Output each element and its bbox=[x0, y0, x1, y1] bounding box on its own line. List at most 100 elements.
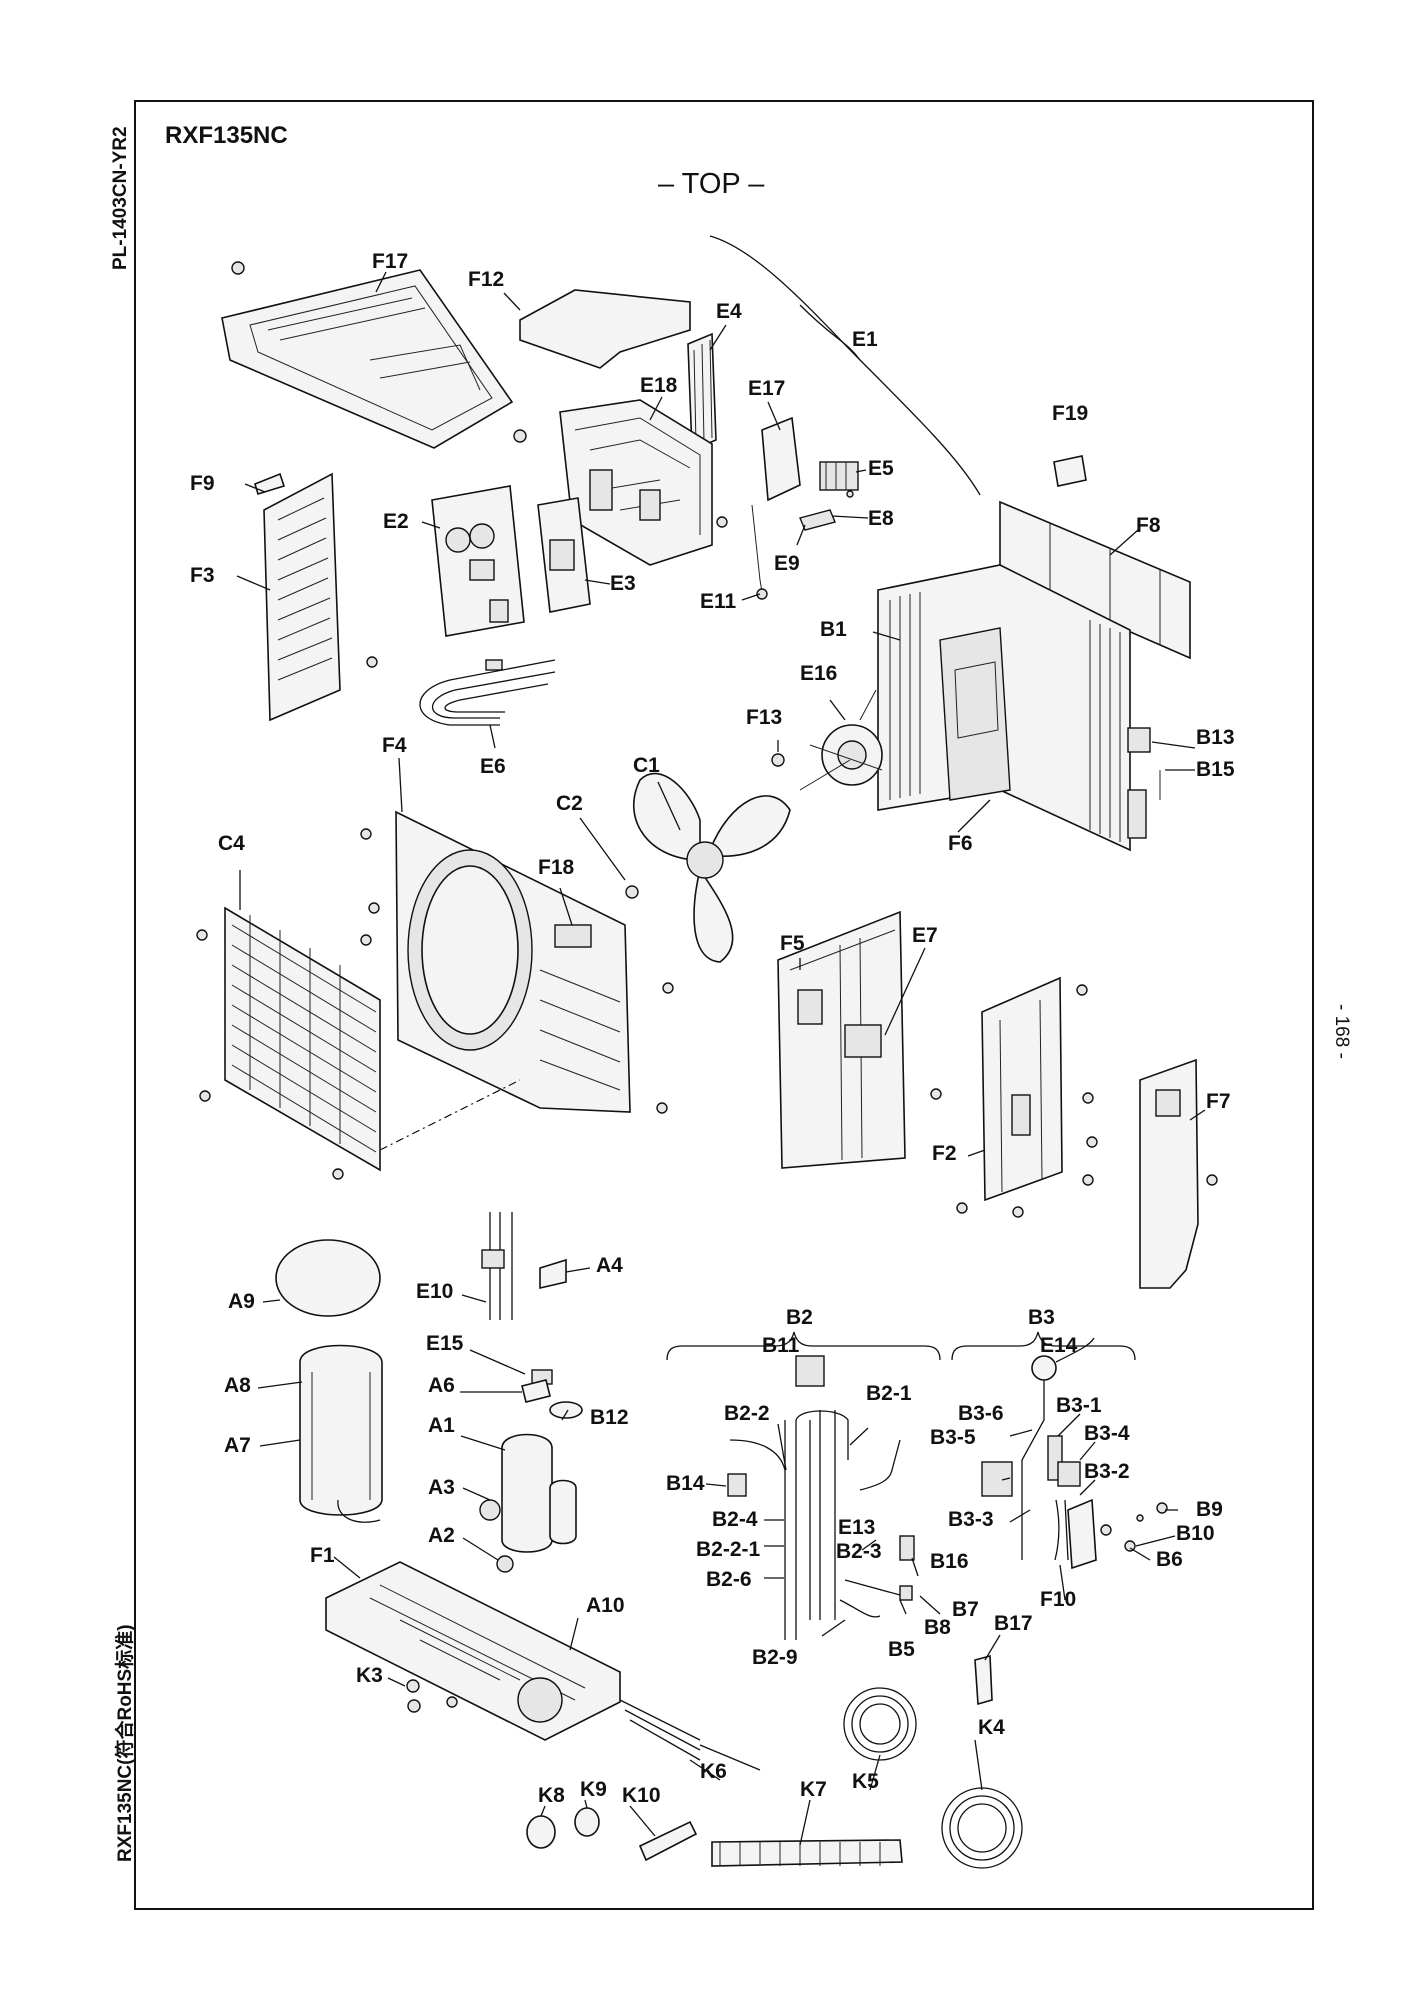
part-label-E11: E11 bbox=[700, 590, 737, 613]
part-label-F2: F2 bbox=[932, 1142, 957, 1165]
part-label-B3-6: B3-6 bbox=[958, 1402, 1004, 1425]
part-label-E6: E6 bbox=[480, 755, 506, 778]
part-label-F7: F7 bbox=[1206, 1090, 1231, 1113]
fan-motor-part bbox=[771, 689, 883, 791]
bottom-frame-part bbox=[325, 1561, 621, 1741]
side-cover-part bbox=[1139, 1058, 1218, 1289]
top-panel-part bbox=[221, 261, 527, 449]
propeller-fan-part bbox=[625, 772, 791, 963]
wire-harness-part bbox=[419, 659, 556, 726]
part-label-A6: A6 bbox=[428, 1374, 455, 1397]
bracket-part bbox=[974, 1654, 993, 1706]
part-label-K10: K10 bbox=[622, 1784, 661, 1807]
part-label-F10: F10 bbox=[1040, 1588, 1076, 1611]
part-label-F13: F13 bbox=[746, 706, 782, 729]
part-label-B1: B1 bbox=[820, 618, 847, 641]
part-label-B3-3: B3-3 bbox=[948, 1508, 994, 1531]
side-plate-part bbox=[956, 976, 1098, 1218]
part-label-B2-2: B2-2 bbox=[724, 1402, 770, 1425]
part-label-B3: B3 bbox=[1028, 1306, 1055, 1329]
piping-assembly-part bbox=[727, 1355, 915, 1640]
part-label-B7: B7 bbox=[952, 1598, 979, 1621]
part-label-B13: B13 bbox=[1196, 726, 1235, 749]
b2-group-brace bbox=[666, 1331, 941, 1361]
part-label-B16: B16 bbox=[930, 1550, 969, 1573]
part-label-K4: K4 bbox=[978, 1716, 1005, 1739]
e1-grouping-curve bbox=[709, 235, 981, 496]
part-label-A4: A4 bbox=[596, 1254, 623, 1277]
part-label-F1: F1 bbox=[310, 1544, 335, 1567]
b3-group-brace bbox=[951, 1331, 1136, 1361]
part-label-E5: E5 bbox=[868, 457, 894, 480]
part-label-K8: K8 bbox=[538, 1784, 565, 1807]
part-label-E15: E15 bbox=[426, 1332, 464, 1355]
heat-exchanger-coil-part bbox=[877, 564, 1161, 852]
part-label-E16: E16 bbox=[800, 662, 837, 685]
part-label-B2-3: B2-3 bbox=[836, 1540, 882, 1563]
part-label-A9: A9 bbox=[228, 1290, 255, 1313]
part-label-E2: E2 bbox=[383, 510, 409, 533]
part-label-B9: B9 bbox=[1196, 1498, 1223, 1521]
part-label-B8: B8 bbox=[924, 1616, 951, 1639]
part-label-B3-4: B3-4 bbox=[1084, 1422, 1130, 1445]
cover-plate-part bbox=[519, 289, 691, 369]
part-label-B11: B11 bbox=[762, 1334, 800, 1357]
part-label-E1: E1 bbox=[852, 328, 878, 351]
part-label-A2: A2 bbox=[428, 1524, 455, 1547]
part-label-B10: B10 bbox=[1176, 1522, 1215, 1545]
part-label-E8: E8 bbox=[868, 507, 894, 530]
part-label-E3: E3 bbox=[610, 572, 636, 595]
piping-assembly-part bbox=[981, 1337, 1168, 1570]
part-label-F6: F6 bbox=[948, 832, 973, 855]
bracket-part bbox=[716, 416, 859, 600]
heatsink-part bbox=[687, 332, 717, 452]
part-label-C2: C2 bbox=[556, 792, 583, 815]
part-label-F9: F9 bbox=[190, 472, 215, 495]
part-label-B5: B5 bbox=[888, 1638, 915, 1661]
drawing-frame bbox=[134, 100, 1314, 1910]
part-label-F17: F17 bbox=[372, 250, 408, 273]
part-label-E13: E13 bbox=[838, 1516, 875, 1539]
part-label-K3: K3 bbox=[356, 1664, 383, 1687]
part-label-C4: C4 bbox=[218, 832, 245, 855]
part-label-B2-2-1: B2-2-1 bbox=[696, 1538, 761, 1561]
part-label-K7: K7 bbox=[800, 1778, 827, 1801]
part-label-K5: K5 bbox=[852, 1770, 879, 1793]
part-label-F19: F19 bbox=[1052, 402, 1088, 425]
electrical-parts-group bbox=[481, 1212, 583, 1419]
part-label-A10: A10 bbox=[586, 1594, 625, 1617]
part-label-F5: F5 bbox=[780, 932, 805, 955]
part-label-E9: E9 bbox=[774, 552, 800, 575]
compressor-part bbox=[479, 1433, 577, 1573]
e1-grouping-curve bbox=[799, 304, 861, 361]
part-label-E17: E17 bbox=[748, 377, 785, 400]
part-label-A1: A1 bbox=[428, 1414, 455, 1437]
part-label-A3: A3 bbox=[428, 1476, 455, 1499]
part-label-B2-4: B2-4 bbox=[712, 1508, 758, 1531]
pcb-part bbox=[431, 485, 525, 637]
part-label-E18: E18 bbox=[640, 374, 678, 397]
part-label-K6: K6 bbox=[700, 1760, 727, 1783]
part-label-B12: B12 bbox=[590, 1406, 629, 1429]
leader-lines bbox=[236, 271, 1206, 1846]
front-panel-part bbox=[360, 810, 674, 1114]
part-label-E7: E7 bbox=[912, 924, 938, 947]
partition-plate-part bbox=[777, 910, 942, 1169]
part-labels: F17 F12 E4 E1 E18 E17 F19 E5 F9 E2 E8 F8… bbox=[190, 250, 1235, 1807]
grille-part bbox=[254, 472, 378, 722]
filter-part bbox=[999, 455, 1191, 660]
part-label-C1: C1 bbox=[633, 754, 660, 777]
sound-insulation-part bbox=[275, 1239, 383, 1523]
view-title: – TOP – bbox=[658, 168, 765, 200]
part-label-F8: F8 bbox=[1136, 514, 1161, 537]
part-label-B2-9: B2-9 bbox=[752, 1646, 798, 1669]
front-grille-part bbox=[196, 906, 521, 1180]
part-label-B3-2: B3-2 bbox=[1084, 1460, 1130, 1483]
part-label-B2-1: B2-1 bbox=[866, 1382, 912, 1405]
part-label-B17: B17 bbox=[994, 1612, 1033, 1635]
part-label-E4: E4 bbox=[716, 300, 742, 323]
model-title: RXF135NC bbox=[165, 122, 288, 149]
part-label-E14: E14 bbox=[1040, 1334, 1078, 1357]
part-label-B15: B15 bbox=[1196, 758, 1235, 781]
